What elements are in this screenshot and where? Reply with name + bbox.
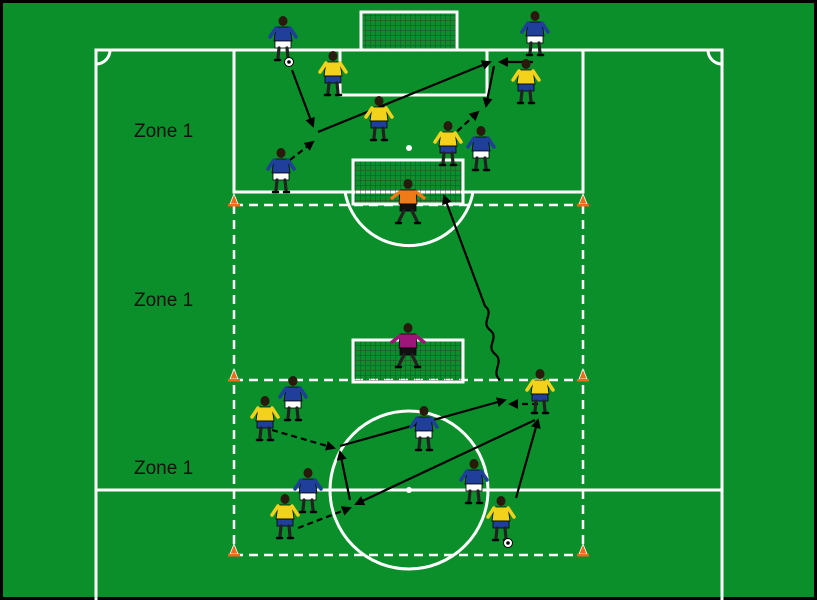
pass-arrow <box>514 418 541 499</box>
corner-arc-left <box>95 49 112 66</box>
penalty-arc <box>343 191 475 248</box>
zone-label-top: Zone 1 <box>134 121 193 142</box>
pitch-surface <box>3 3 814 597</box>
dribble-path <box>480 297 501 381</box>
run-arrow <box>271 428 336 451</box>
center-circle <box>328 409 490 571</box>
pass-arrow <box>317 60 492 134</box>
pass-arrow <box>482 65 496 108</box>
zone-label-middle: Zone 1 <box>134 290 193 311</box>
shot-arrow <box>442 194 484 299</box>
run-arrow <box>289 140 315 161</box>
pass-arrow <box>290 69 315 128</box>
goal-top <box>359 10 459 52</box>
zone-lines <box>232 203 585 557</box>
pass-arrow <box>336 450 352 501</box>
center-spot <box>406 487 412 493</box>
run-arrow <box>449 110 480 139</box>
zone-label-bottom: Zone 1 <box>134 458 193 479</box>
ball-icon <box>503 538 513 548</box>
pass-arrow <box>354 419 536 506</box>
corner-arc-right <box>706 49 723 66</box>
penalty-spot <box>406 145 412 151</box>
ball-icon <box>284 57 294 67</box>
